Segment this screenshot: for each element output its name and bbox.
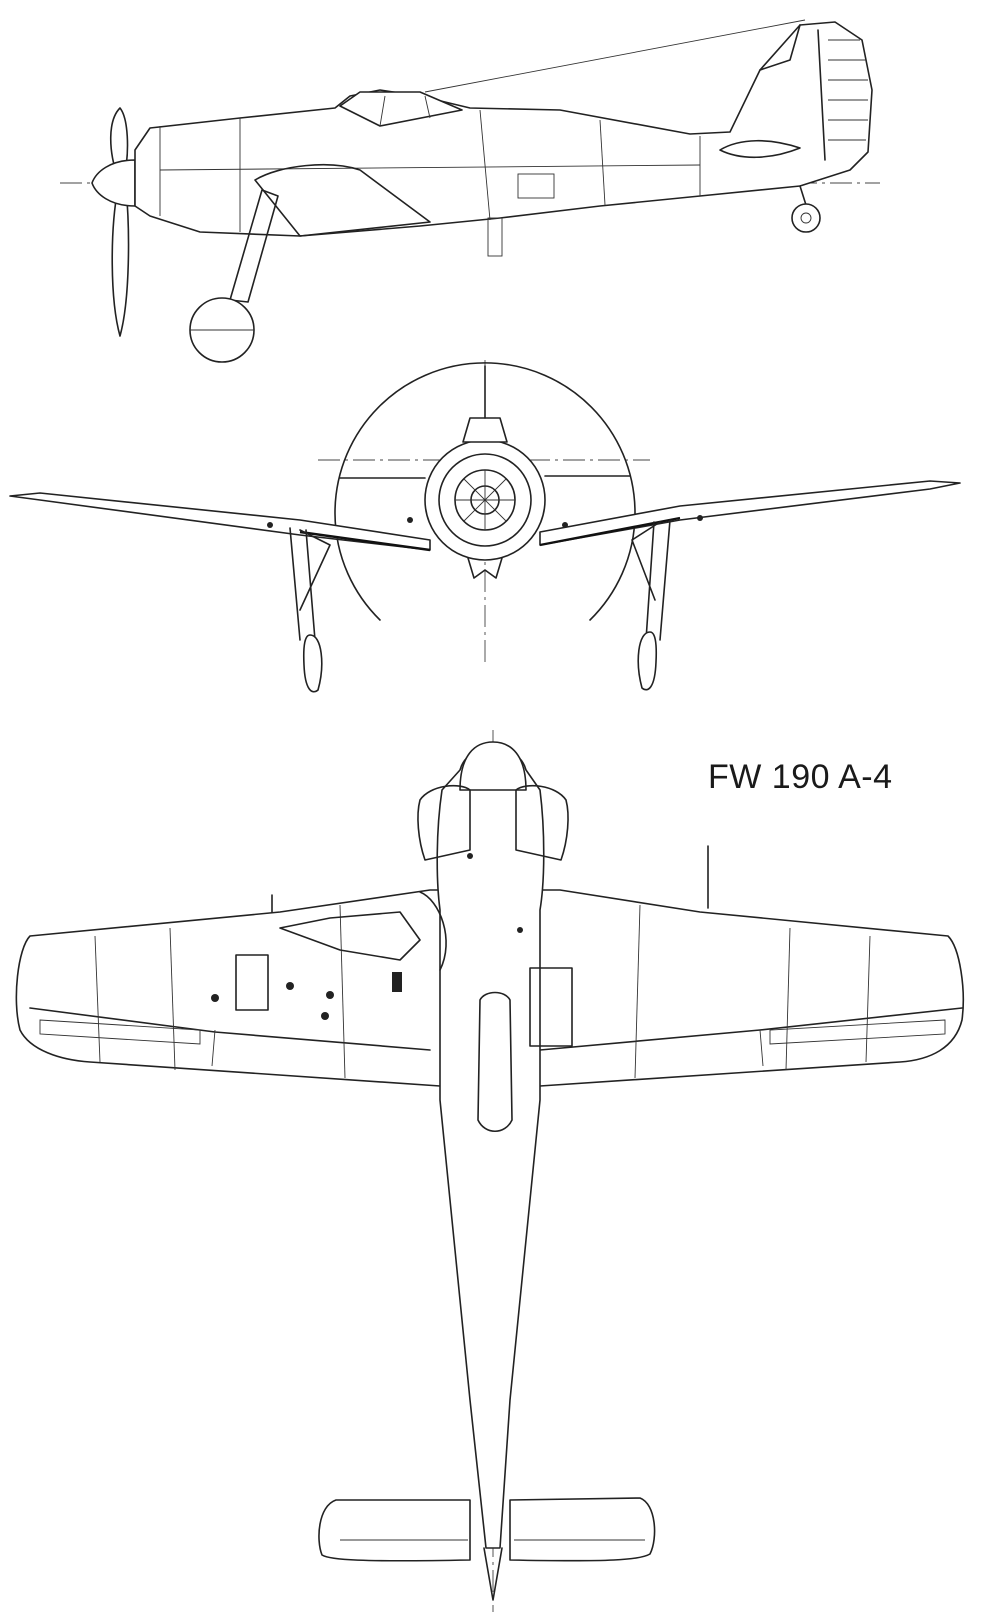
fuselage-side	[134, 21, 873, 237]
spinner	[91, 159, 136, 207]
tailplane-top	[318, 1499, 471, 1562]
canopy-front	[462, 417, 508, 443]
antenna-wire	[424, 19, 806, 93]
front-view	[9, 360, 961, 693]
side-view	[60, 19, 880, 363]
rudder-top	[483, 1547, 503, 1601]
tail-wheel-side	[791, 203, 821, 233]
canopy-top	[477, 991, 513, 1133]
wing-front-right	[539, 480, 961, 546]
main-landing-gear-side	[229, 189, 279, 303]
main-gear-front-left	[289, 527, 331, 641]
fuselage-top	[436, 746, 545, 1549]
tailplane-side	[719, 139, 801, 159]
main-wheel-front-right	[637, 631, 658, 691]
canopy	[339, 91, 463, 127]
main-gear-front-right	[631, 519, 671, 641]
propeller-blade-lower	[111, 187, 130, 337]
main-wheel-front-left	[302, 634, 323, 693]
aircraft-designation: FW 190 A-4	[708, 758, 893, 796]
spinner-top	[459, 741, 527, 791]
top-view	[15, 730, 965, 1612]
